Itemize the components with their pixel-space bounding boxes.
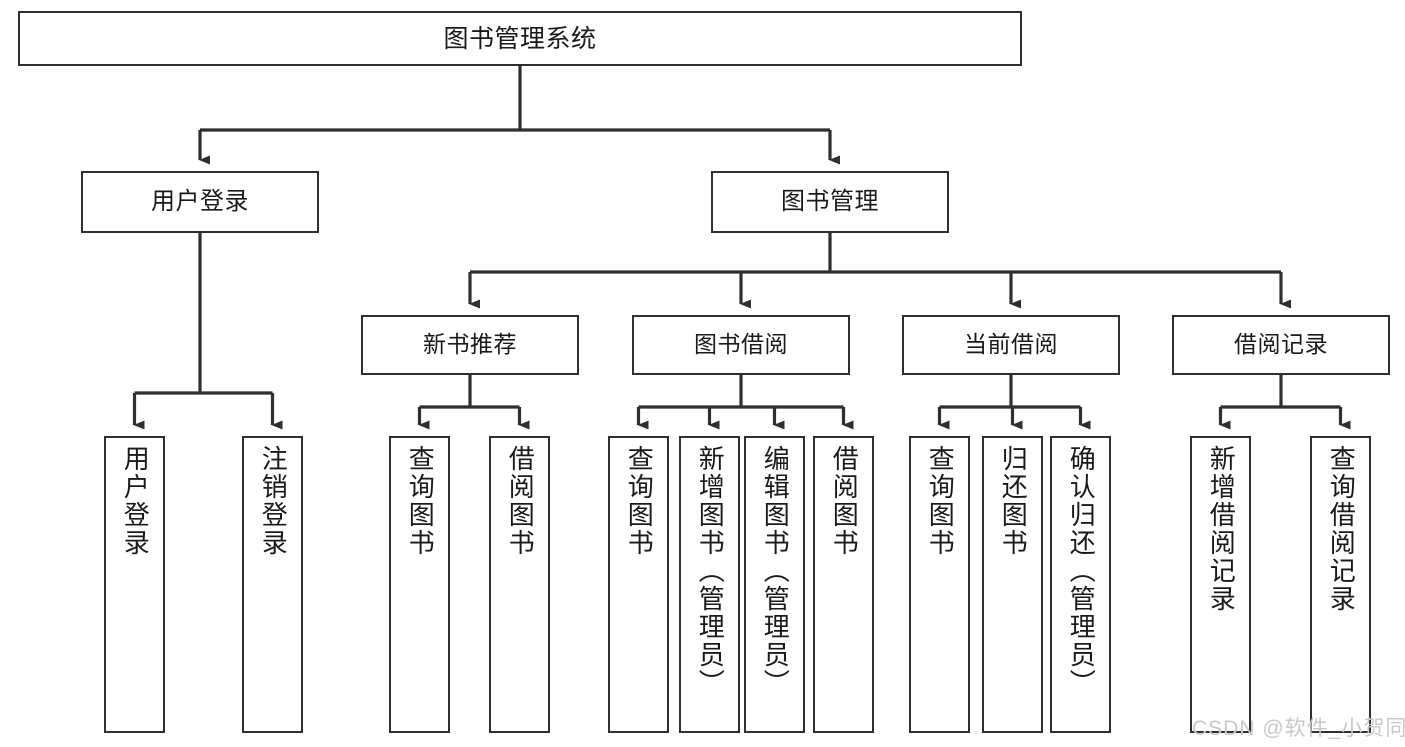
node-book-borrow[interactable]: 图书借阅 xyxy=(632,315,850,375)
node-leaf-user-login[interactable]: 用户登录 xyxy=(104,436,165,733)
csdn-watermark: CSDN @软件_小贺同学 xyxy=(1192,717,1405,740)
node-leaf-query-book-cb[interactable]: 查询图书 xyxy=(909,436,970,733)
node-leaf-add-borrow-record-label: 新增借阅记录 xyxy=(1206,445,1237,613)
node-leaf-borrow-book-nbr[interactable]: 借阅图书 xyxy=(489,436,550,733)
node-borrow-record[interactable]: 借阅记录 xyxy=(1172,315,1390,375)
node-root[interactable]: 图书管理系统 xyxy=(18,11,1022,66)
node-new-book-recommend[interactable]: 新书推荐 xyxy=(361,315,579,375)
node-borrow-record-label: 借阅记录 xyxy=(1234,331,1328,358)
node-leaf-add-book-label: 新增图书（管理员） xyxy=(695,445,726,697)
node-leaf-borrow-book-bb-label: 借阅图书 xyxy=(829,445,860,557)
node-leaf-logout[interactable]: 注销登录 xyxy=(242,436,303,733)
node-leaf-return-book-label: 归还图书 xyxy=(998,445,1029,557)
node-current-borrow[interactable]: 当前借阅 xyxy=(902,315,1120,375)
node-leaf-borrow-book-nbr-label: 借阅图书 xyxy=(505,445,536,557)
node-new-book-recommend-label: 新书推荐 xyxy=(423,331,517,358)
node-leaf-query-borrow-record[interactable]: 查询借阅记录 xyxy=(1310,436,1371,733)
node-leaf-return-book[interactable]: 归还图书 xyxy=(982,436,1043,733)
node-user-login-label: 用户登录 xyxy=(151,187,249,215)
node-current-borrow-label: 当前借阅 xyxy=(964,331,1058,358)
node-leaf-query-book-cb-label: 查询图书 xyxy=(925,445,956,557)
node-leaf-query-book-nbr[interactable]: 查询图书 xyxy=(389,436,450,733)
node-book-manage[interactable]: 图书管理 xyxy=(711,171,949,233)
node-leaf-borrow-book-bb[interactable]: 借阅图书 xyxy=(813,436,874,733)
node-leaf-add-borrow-record[interactable]: 新增借阅记录 xyxy=(1190,436,1251,733)
node-leaf-edit-book[interactable]: 编辑图书（管理员） xyxy=(744,436,805,733)
node-leaf-add-book[interactable]: 新增图书（管理员） xyxy=(679,436,740,733)
node-leaf-confirm-return[interactable]: 确认归还（管理员） xyxy=(1050,436,1111,733)
node-leaf-edit-book-label: 编辑图书（管理员） xyxy=(760,445,791,697)
node-leaf-confirm-return-label: 确认归还（管理员） xyxy=(1066,445,1097,697)
node-leaf-logout-label: 注销登录 xyxy=(258,445,289,557)
node-book-borrow-label: 图书借阅 xyxy=(694,331,788,358)
node-book-manage-label: 图书管理 xyxy=(781,187,879,215)
node-root-label: 图书管理系统 xyxy=(443,24,597,53)
node-leaf-query-book-bb-label: 查询图书 xyxy=(624,445,655,557)
node-user-login[interactable]: 用户登录 xyxy=(81,171,319,233)
node-leaf-query-book-bb[interactable]: 查询图书 xyxy=(608,436,669,733)
node-leaf-query-book-nbr-label: 查询图书 xyxy=(405,445,436,557)
node-leaf-query-borrow-record-label: 查询借阅记录 xyxy=(1326,445,1357,613)
node-leaf-user-login-label: 用户登录 xyxy=(120,445,151,557)
